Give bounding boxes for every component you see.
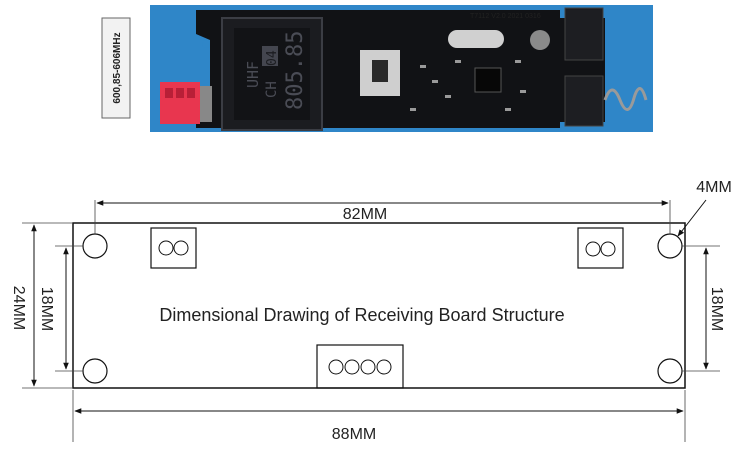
battery-contact-bottom [564, 75, 604, 127]
dim-height-board: 24MM [10, 286, 27, 330]
lcd-band: UHF [244, 61, 262, 88]
frequency-label: 600,85-606MHz [112, 32, 123, 103]
connector-pin [176, 88, 184, 98]
connector-pin [187, 88, 195, 98]
lcd-screen [234, 28, 310, 120]
four-pin-connector [316, 344, 404, 389]
dim-height-holes-right: 18MM [708, 287, 725, 331]
pin-header [200, 86, 212, 122]
dim-width-board: 88MM [332, 426, 376, 443]
pcb-hole [202, 40, 210, 48]
dimension-arrows [31, 199, 709, 414]
lcd-channel: 04 [265, 50, 280, 66]
mounting-hole [82, 358, 108, 384]
battery-spring [603, 87, 648, 111]
slide-switch-knob [372, 60, 388, 82]
battery-contact-top [564, 7, 604, 61]
pcb-silkscreen: T7112 V2.0 2021 0316 [470, 13, 541, 20]
dim-width-holes: 82MM [343, 206, 387, 223]
drawing-title: Dimensional Drawing of Receiving Board S… [159, 305, 564, 325]
frequency-label-box: 600,85-606MHz [101, 17, 131, 119]
lcd-channel-box [262, 46, 278, 66]
board-photo: UHF CH 04 805.85 T7112 V2.0 2021 0316 [150, 5, 653, 132]
mounting-hole [657, 233, 683, 259]
two-pin-connector-right [577, 227, 624, 269]
crystal [448, 30, 504, 48]
lcd-frequency: 805.85 [283, 31, 308, 110]
dim-height-holes-left: 18MM [38, 287, 55, 331]
lcd-ch-label: CH [264, 81, 280, 98]
ic-chip [474, 67, 502, 93]
connector-pin [165, 88, 173, 98]
two-pin-connector-left [150, 227, 197, 269]
mounting-hole [82, 233, 108, 259]
dimension-drawing: Dimensional Drawing of Receiving Board S… [10, 179, 732, 443]
mounting-hole [657, 358, 683, 384]
dim-hole-diameter: 4MM [696, 179, 732, 196]
capacitor [530, 30, 550, 50]
extension-lines [22, 200, 720, 442]
smd-components [410, 60, 526, 111]
